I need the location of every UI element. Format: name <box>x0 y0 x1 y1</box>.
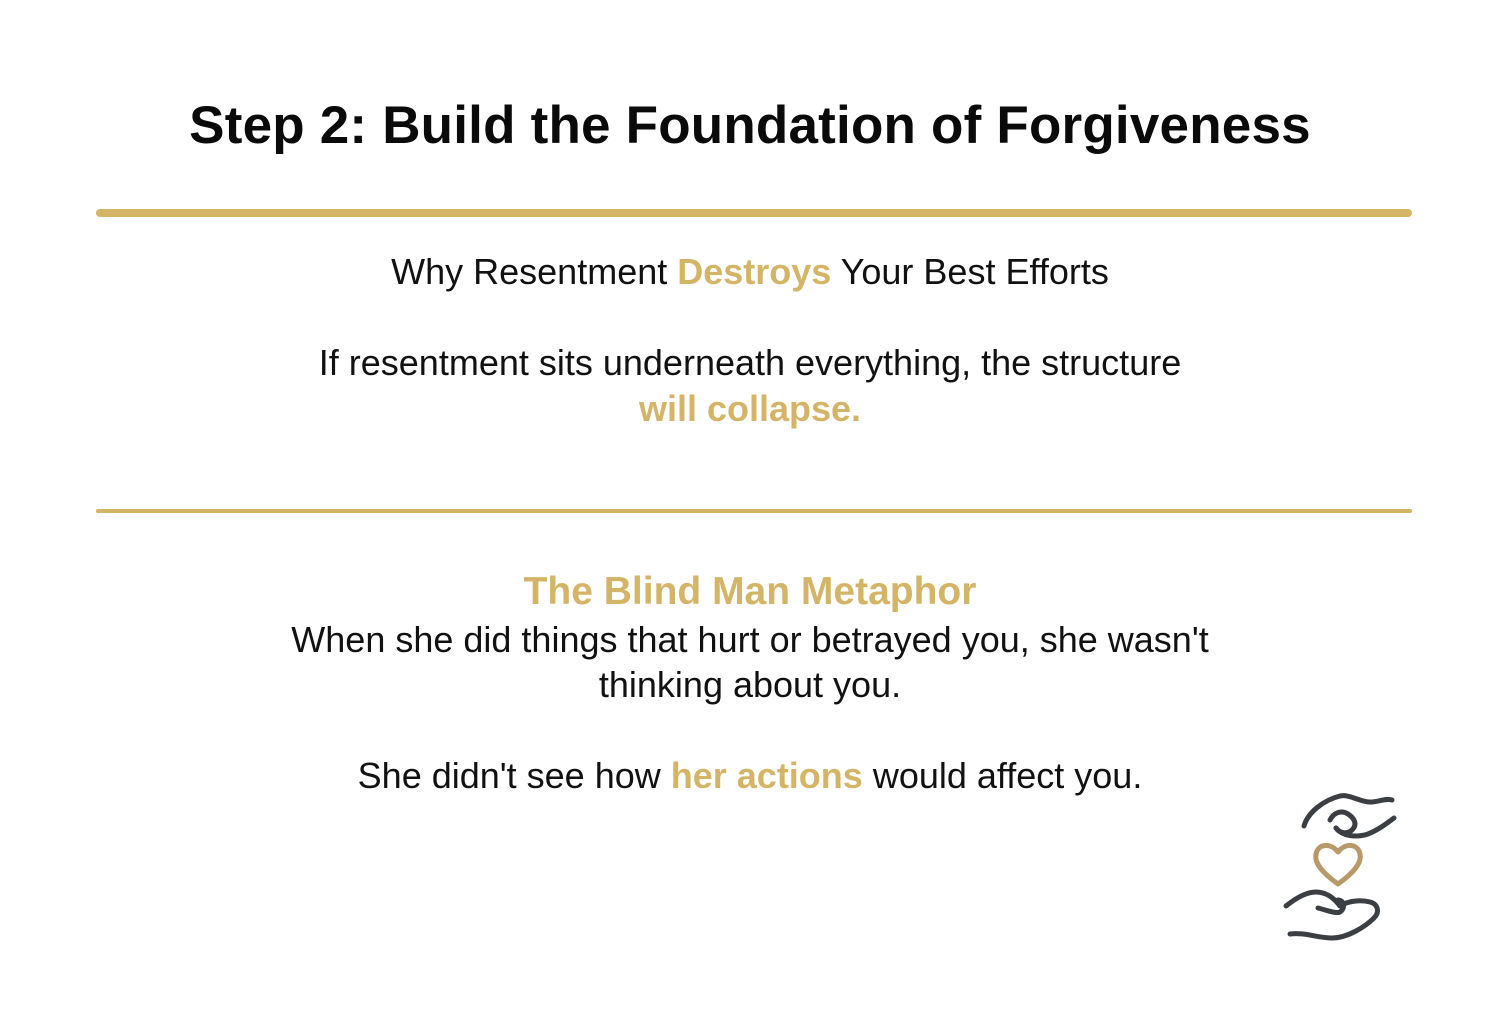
top-divider <box>96 209 1412 217</box>
metaphor-closing-line: She didn't see how her actions would aff… <box>0 753 1500 799</box>
metaphor-subhead: The Blind Man Metaphor <box>523 570 977 613</box>
heading-text-after: Your Best Efforts <box>831 251 1109 292</box>
closing-text-before: She didn't see how <box>357 755 671 796</box>
hands-holding-heart-icon <box>1283 793 1397 941</box>
closing-text-after: would affect you. <box>862 755 1143 796</box>
resentment-body-highlight: will collapse. <box>638 388 862 429</box>
middle-divider <box>96 509 1412 513</box>
resentment-body-line-1: If resentment sits underneath everything… <box>318 342 1182 383</box>
closing-highlight: her actions <box>670 755 863 796</box>
page-title: Step 2: Build the Foundation of Forgiven… <box>189 96 1311 155</box>
section-heading: Why Resentment Destroys Your Best Effort… <box>0 249 1500 295</box>
heading-highlight: Destroys <box>677 251 832 292</box>
heading-text-before: Why Resentment <box>391 251 678 292</box>
metaphor-body-line-1: When she did things that hurt or betraye… <box>291 619 1209 660</box>
metaphor-body-line-2: thinking about you. <box>598 664 902 705</box>
